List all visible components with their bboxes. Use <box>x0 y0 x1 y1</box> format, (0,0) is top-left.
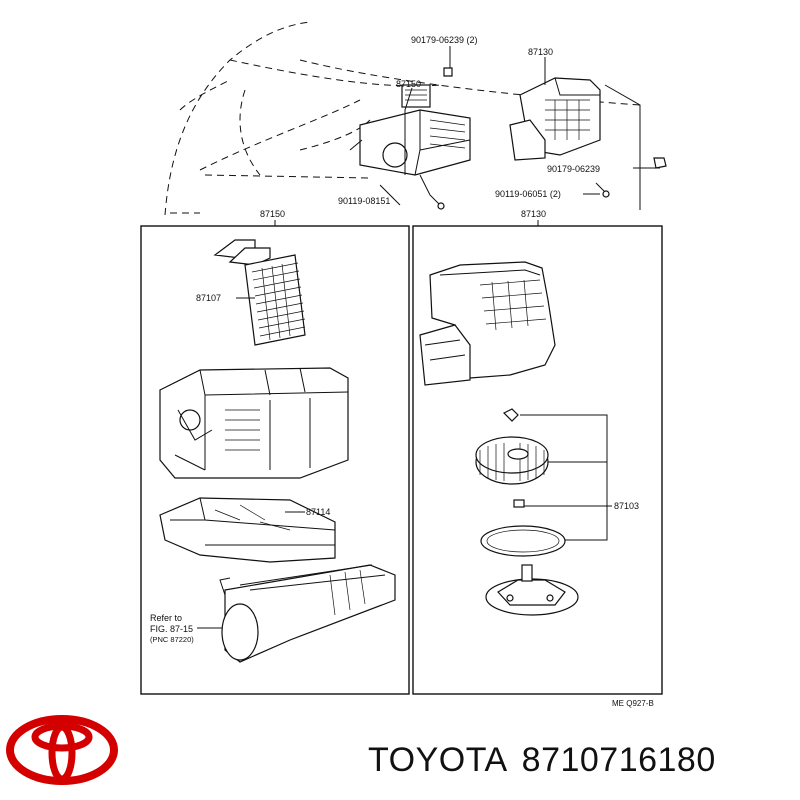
label-blower-motor: 87103 <box>614 501 639 511</box>
lower-case-drawing <box>159 497 336 563</box>
bracket-lines-87103 <box>520 414 612 541</box>
refer-line-3: (PNC 87220) <box>150 635 194 644</box>
callout-bolt-a: 90179-06239 (2) <box>411 35 478 45</box>
blower-housing-drawing <box>419 261 556 386</box>
callout-assembly-b: 87150 <box>396 79 421 89</box>
heater-unit-overview <box>349 84 471 176</box>
figure-code: ME Q927-B <box>612 699 654 708</box>
label-lower-case: 87114 <box>306 507 330 517</box>
top-leader-lines <box>379 46 660 210</box>
callout-screw-a: 90119-08151 <box>338 196 390 206</box>
callout-assembly-a: 87130 <box>528 47 553 57</box>
blower-unit-overview <box>509 77 601 161</box>
refer-line-1: Refer to <box>150 613 182 623</box>
parts-diagram: 90179-06239 (2) 87130 87150 90179-06239 … <box>140 21 667 708</box>
brand-name: TOYOTA <box>368 740 508 779</box>
label-heater-core: 87107 <box>196 293 221 303</box>
toyota-logo <box>6 715 118 785</box>
fasteners-overview <box>429 67 667 210</box>
blower-motor-parts <box>475 408 579 616</box>
callout-screw-b: 90119-06051 (2) <box>495 189 561 199</box>
panel-left-frame <box>140 225 410 695</box>
callout-bolt-b: 90179-06239 <box>547 164 600 174</box>
refer-line-2: FIG. 87-15 <box>150 624 193 634</box>
panel-left-title: 87150 <box>260 209 285 219</box>
panel-right-title: 87130 <box>521 209 546 219</box>
part-number: 8710716180 <box>521 740 716 779</box>
panel-right-frame <box>412 225 663 695</box>
brand-block: TOYOTA 8710716180 <box>368 740 716 780</box>
heater-case-drawing <box>159 367 349 479</box>
heater-core-drawing <box>213 239 306 346</box>
air-duct-drawing <box>219 564 396 663</box>
